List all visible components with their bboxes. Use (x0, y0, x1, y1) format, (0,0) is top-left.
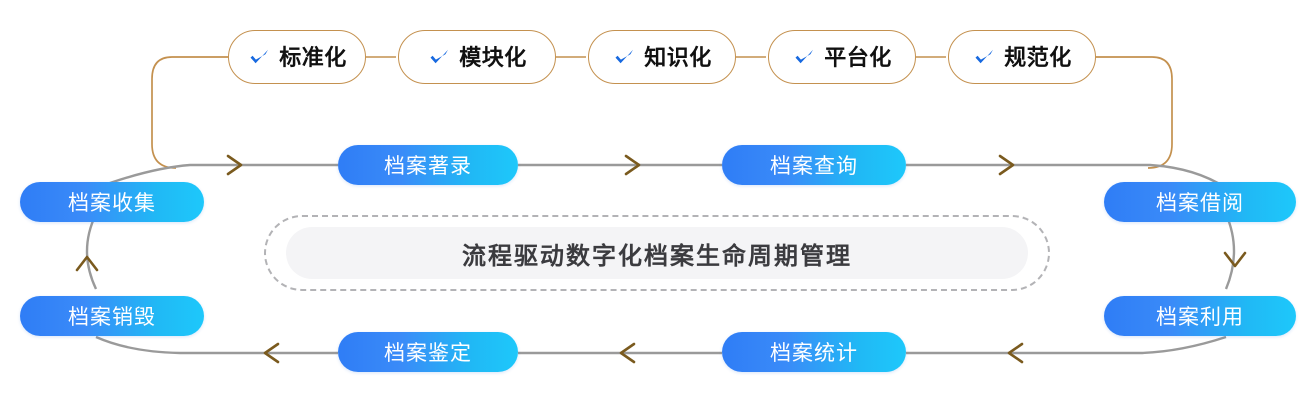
lifecycle-node-label: 档案借阅 (1156, 192, 1244, 215)
capability-chip-platformization[interactable]: 平台化 (768, 30, 916, 84)
lifecycle-node-appraise[interactable]: 档案鉴定 (338, 332, 518, 372)
lifecycle-node-catalog[interactable]: 档案著录 (338, 145, 518, 185)
flow-borrow-to-use (1224, 213, 1236, 290)
check-icon (247, 45, 271, 69)
lifecycle-node-label: 档案著录 (384, 155, 472, 178)
arrow-stats-to-appraise (619, 342, 636, 364)
arrow-query-to-borrow (998, 154, 1015, 176)
flow-destroy-to-collect (85, 213, 98, 290)
lifecycle-node-collect[interactable]: 档案收集 (20, 182, 204, 222)
lifecycle-node-use[interactable]: 档案利用 (1104, 296, 1296, 336)
flow-use-to-stats (906, 335, 1227, 355)
check-icon (972, 45, 996, 69)
capability-chip-label: 知识化 (644, 45, 712, 70)
lifecycle-node-label: 档案利用 (1156, 306, 1244, 329)
lifecycle-node-label: 档案查询 (770, 155, 858, 178)
arrow-catalog-to-query (624, 154, 641, 176)
capability-chip-standardization[interactable]: 标准化 (228, 30, 366, 84)
lifecycle-node-label: 档案收集 (68, 192, 156, 215)
lifecycle-node-stats[interactable]: 档案统计 (722, 332, 906, 372)
capability-chip-knowledge[interactable]: 知识化 (588, 30, 736, 84)
lifecycle-node-destroy[interactable]: 档案销毁 (20, 296, 204, 336)
lifecycle-node-borrow[interactable]: 档案借阅 (1104, 182, 1296, 222)
lifecycle-node-label: 档案鉴定 (384, 342, 472, 365)
lifecycle-node-query[interactable]: 档案查询 (722, 145, 906, 185)
check-icon (612, 45, 636, 69)
arrow-borrow-to-use (1223, 251, 1247, 268)
center-banner-outline (264, 215, 1050, 291)
arrow-use-to-stats (1007, 342, 1024, 364)
center-banner-title: 流程驱动数字化档案生命周期管理 (462, 242, 852, 270)
flow-appraise-to-destroy (95, 335, 338, 355)
check-icon (792, 45, 816, 69)
gold-loop-right (1096, 56, 1173, 169)
capability-chip-label: 规范化 (1004, 45, 1072, 70)
capability-chip-modularization[interactable]: 模块化 (398, 30, 556, 84)
arrow-destroy-to-collect (75, 255, 99, 272)
capability-chip-label: 平台化 (824, 45, 892, 70)
capability-chip-label: 标准化 (279, 45, 347, 70)
capability-chip-normalization[interactable]: 规范化 (948, 30, 1096, 84)
arrow-appraise-to-destroy (263, 342, 280, 364)
check-icon (427, 45, 451, 69)
lifecycle-node-label: 档案销毁 (68, 306, 156, 329)
gold-loop-left (151, 56, 228, 169)
lifecycle-node-label: 档案统计 (770, 342, 858, 365)
center-banner: 流程驱动数字化档案生命周期管理 (286, 227, 1028, 279)
capability-chip-label: 模块化 (459, 45, 527, 70)
arrow-collect-to-catalog (226, 154, 243, 176)
